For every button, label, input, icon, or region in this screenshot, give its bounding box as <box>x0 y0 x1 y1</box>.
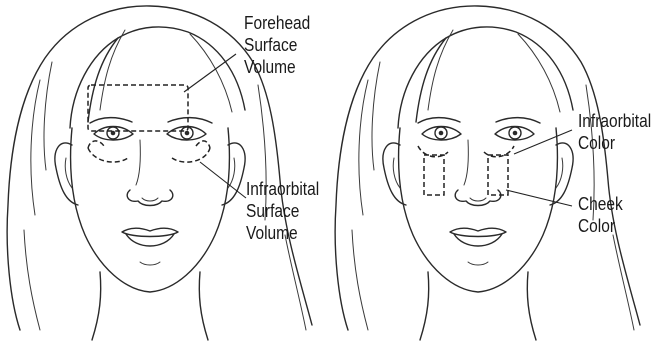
cheek-color-label-line: Color <box>578 215 623 237</box>
right-infraorbital-marker <box>172 148 210 162</box>
infraorbital-surface-volume-label: Infraorbital Surface Volume <box>246 178 319 244</box>
cheek-color-label-line: Cheek <box>578 193 623 215</box>
cheek-color-leader-line <box>506 190 572 206</box>
forehead-label-line: Forehead <box>244 12 310 34</box>
forehead-label: Forehead Surface Volume <box>244 12 310 78</box>
infraorbital-color-label-line: Infraorbital <box>578 110 651 132</box>
forehead-label-line: Volume <box>244 56 310 78</box>
infraorbital-label-line: Surface <box>246 200 319 222</box>
left-infraorbital-color-marker <box>424 155 444 195</box>
forehead-label-line: Surface <box>244 34 310 56</box>
right-infraorbital-color-marker <box>488 155 508 195</box>
infraorbital-color-leader-line <box>514 130 572 154</box>
right-face-drawing <box>335 6 640 340</box>
infraorbital-label-line: Infraorbital <box>246 178 319 200</box>
infraorbital-color-label: Infraorbital Color <box>578 110 651 154</box>
infraorbital-color-label-line: Color <box>578 132 651 154</box>
infraorbital-leader-line <box>200 162 246 198</box>
cheek-color-label: Cheek Color <box>578 193 623 237</box>
infraorbital-label-line: Volume <box>246 222 319 244</box>
left-infraorbital-marker <box>88 148 128 162</box>
